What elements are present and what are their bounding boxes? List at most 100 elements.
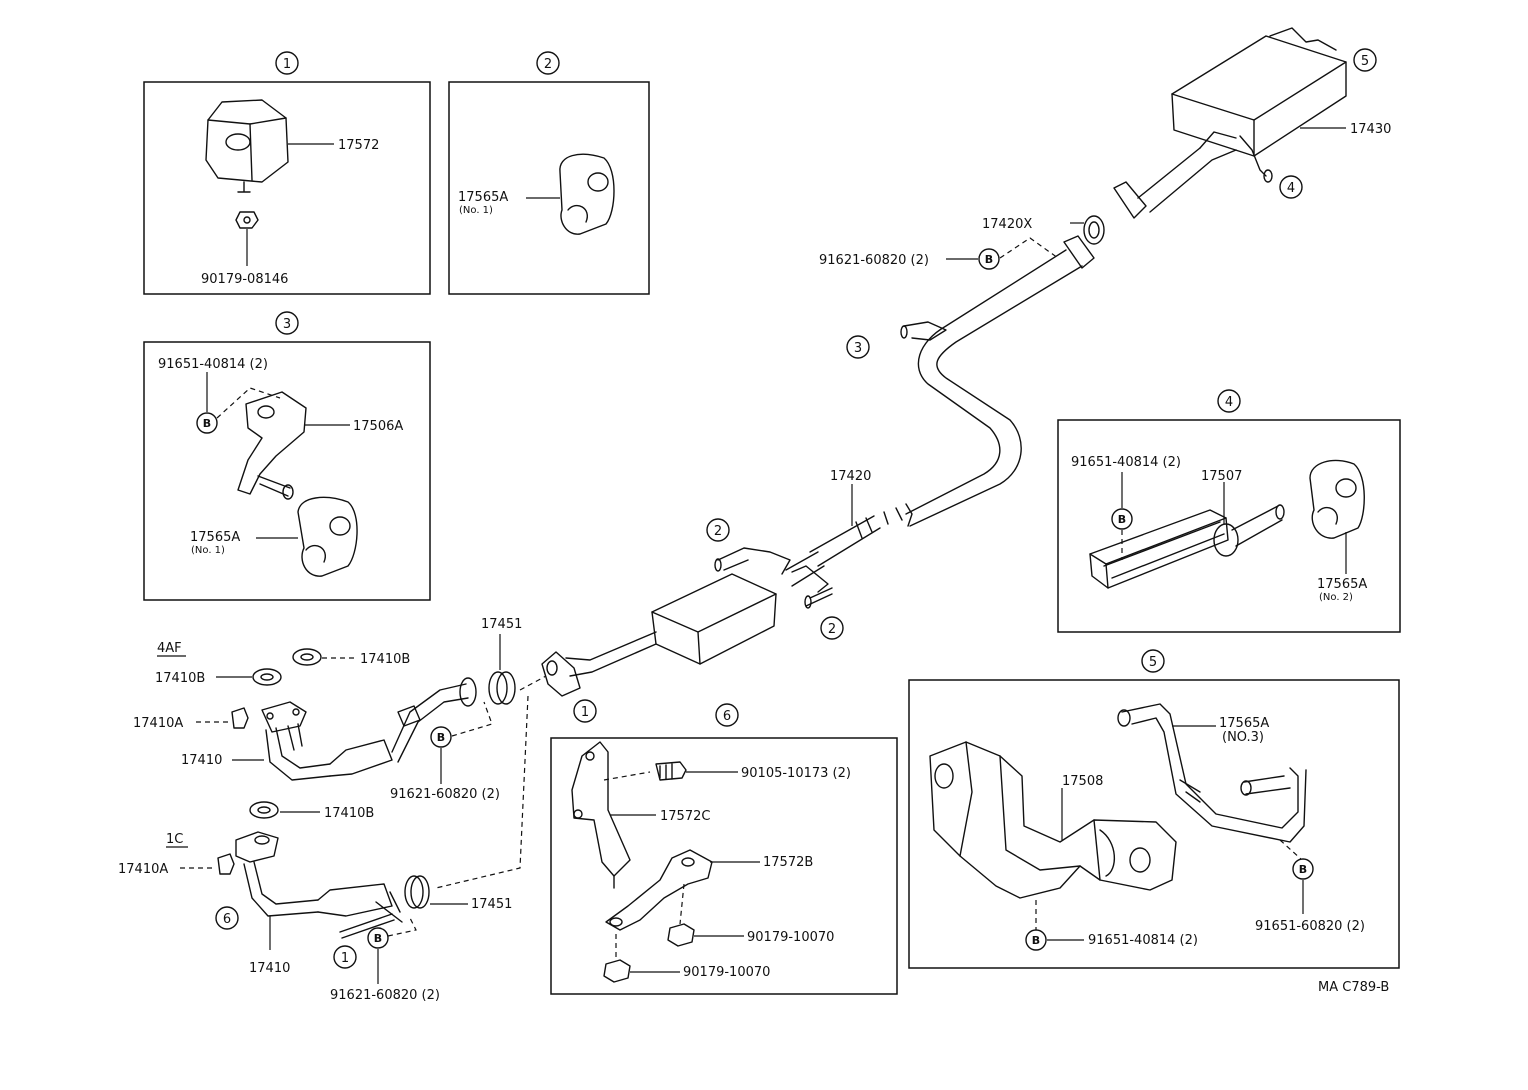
label-17507: 17507 [1201,469,1242,484]
callout-1-main: 1 [573,699,597,723]
detail-box-2 [448,81,650,295]
label-17410b-a: 17410B [360,652,410,667]
bracket-17572b-drawing [605,849,713,931]
nut-90179-10070-upper-drawing [667,923,695,947]
bolt-90105-10173-drawing [655,761,687,781]
gasket-17410b-top-drawing [292,648,322,666]
label-17572b: 17572B [763,855,813,870]
detail-box-3 [143,341,431,601]
bolt-b-1c: B [367,927,389,949]
bracket-17572c-drawing [571,741,631,889]
front-pipe-1c-drawing [235,831,403,939]
callout-5-main: 5 [1353,48,1377,72]
gasket-17410b-bottom-drawing [249,801,279,819]
gasket-17410b-mid-drawing [252,668,282,686]
gasket-17420x-drawing [1083,215,1105,245]
svg-text:B: B [1032,934,1040,947]
detail-box-6 [550,737,898,995]
panel-number-5: 5 [1141,649,1165,673]
svg-text:B: B [985,253,993,266]
svg-text:1: 1 [581,705,589,720]
hanger-17565a-drawing [559,153,615,235]
label-17506a: 17506A [353,419,403,434]
label-17420: 17420 [830,469,871,484]
hanger-rod-upper-drawing [714,547,791,575]
detail-box-5 [908,679,1400,969]
callout-4-main: 4 [1279,175,1303,199]
svg-text:B: B [1118,513,1126,526]
panel-number-4: 4 [1217,389,1241,413]
hanger-17565a-panel3-drawing [297,496,358,577]
svg-text:B: B [437,731,445,744]
bracket-17506a-drawing [237,391,307,500]
label-91651-40814-panel5: 91651-40814 (2) [1088,933,1198,948]
panel-number-1: 1 [275,51,299,75]
tail-pipe-drawing [1113,131,1237,219]
svg-text:2: 2 [714,524,722,539]
svg-text:4: 4 [1287,181,1295,196]
label-17410a-b: 17410A [118,862,168,877]
svg-text:3: 3 [283,317,291,332]
label-90105-10173: 90105-10173 (2) [741,766,851,781]
note-no3-panel5: (NO.3) [1222,730,1264,745]
label-90179-10070-upper: 90179-10070 [747,930,834,945]
svg-text:B: B [1299,863,1307,876]
stud-17410a-bottom-drawing [217,853,235,875]
bracket-17508-drawing [929,741,1177,899]
figure-code: MA C789-B [1318,980,1389,995]
callout-2-upper: 2 [706,518,730,542]
label-17451-top: 17451 [481,617,522,632]
label-91621-60820-mid: 91621-60820 (2) [390,787,500,802]
callout-3-main: 3 [846,335,870,359]
hanger-17565a-panel4-drawing [1309,459,1365,539]
label-91651-40814-panel3: 91651-40814 (2) [158,357,268,372]
bolt-b-panel5-right: B [1292,858,1314,880]
label-17410b-c: 17410B [324,806,374,821]
panel-number-3: 3 [275,311,299,335]
svg-text:5: 5 [1361,54,1369,69]
label-91651-40814-panel4: 91651-40814 (2) [1071,455,1181,470]
front-pipe-4af-drawing [261,677,477,781]
hanger-rod-lower-drawing [791,565,833,609]
svg-text:4: 4 [1225,395,1233,410]
label-17410a-a: 17410A [133,716,183,731]
label-17565a-panel3: 17565A [190,530,240,545]
label-17565a-panel4: 17565A [1317,577,1367,592]
bolt-b-panel4: B [1111,508,1133,530]
label-91621-60820-top: 91621-60820 (2) [819,253,929,268]
svg-text:5: 5 [1149,655,1157,670]
callout-6-main: 6 [215,906,239,930]
label-17572c: 17572C [660,809,710,824]
svg-text:B: B [374,932,382,945]
gasket-17451-top-drawing [488,671,516,705]
bolt-b-panel3: B [196,412,218,434]
nut-90179-08146-drawing [235,211,259,229]
tail-muffler-17430-drawing [1171,27,1347,183]
label-91621-60820-bot: 91621-60820 (2) [330,988,440,1003]
label-17565a-panel2: 17565A [458,190,508,205]
svg-text:1: 1 [283,57,291,72]
panel-number-6: 6 [715,703,739,727]
front-muffler-drawing [541,573,777,697]
note-no1-panel2: (No. 1) [459,205,493,216]
svg-text:1: 1 [341,951,349,966]
variant-1c-label: 1C [166,832,183,847]
svg-text:2: 2 [544,57,552,72]
label-90179-08146: 90179-08146 [201,272,288,287]
hanger-17565a-no3-drawing [1117,703,1307,843]
label-91651-60820-panel5: 91651-60820 (2) [1255,919,1365,934]
note-no1-panel3: (No. 1) [191,545,225,556]
svg-text:3: 3 [854,341,862,356]
svg-text:6: 6 [223,912,231,927]
label-17410-a: 17410 [181,753,222,768]
label-17565a-panel5: 17565A [1219,716,1269,731]
bolt-b-main-top: B [978,248,1000,270]
label-90179-10070-lower: 90179-10070 [683,965,770,980]
svg-text:2: 2 [828,622,836,637]
callout-2-lower: 2 [820,616,844,640]
mount-17572-drawing [205,99,289,193]
label-17410b-b: 17410B [155,671,205,686]
label-17430: 17430 [1350,122,1391,137]
label-17410-b: 17410 [249,961,290,976]
label-17451-bottom: 17451 [471,897,512,912]
